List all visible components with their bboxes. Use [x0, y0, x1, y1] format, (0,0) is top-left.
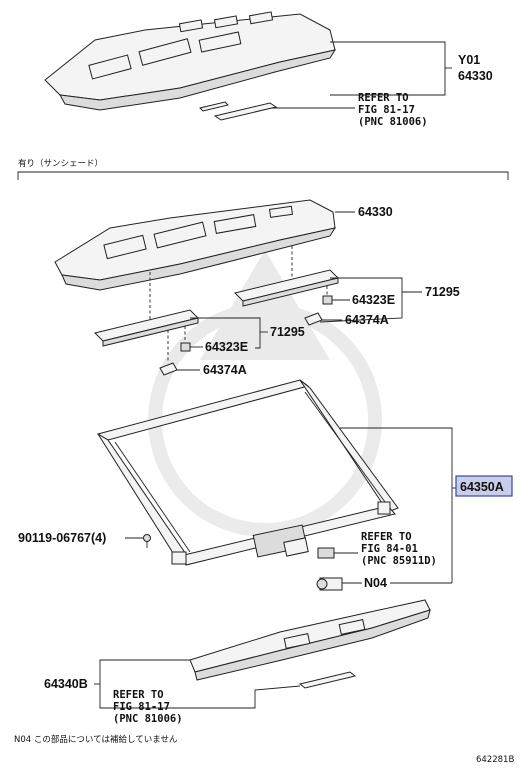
bottom-ref-line2[interactable]: FIG 81-17 — [113, 701, 170, 713]
bottom-ref-line1[interactable]: REFER TO — [113, 689, 164, 701]
top-bracket[interactable] — [199, 101, 278, 121]
top-ref-line1[interactable]: REFER TO — [358, 92, 409, 104]
top-ref-line3[interactable]: (PNC 81006) — [358, 116, 428, 128]
cap-right-number: 64374A — [345, 313, 389, 327]
sunshade-motor[interactable] — [317, 547, 335, 559]
clip-left[interactable] — [180, 342, 191, 352]
top-variant-code: Y01 — [458, 53, 480, 67]
bottom-part-number: 64340B — [44, 677, 88, 691]
screw-number: 90119-06767(4) — [18, 531, 106, 545]
bracket-right-number: 71295 — [425, 285, 460, 299]
section-header: 有り（サンシェード） — [18, 158, 103, 169]
footnote: N04 この部品については補給していません — [14, 734, 178, 745]
top-package-tray[interactable] — [44, 11, 337, 111]
bracket-left[interactable] — [94, 309, 199, 347]
motor-ref-line3[interactable]: (PNC 85911D) — [361, 555, 437, 567]
screw[interactable] — [143, 534, 151, 549]
cap-left-number: 64374A — [203, 363, 247, 377]
motor-ref-line1[interactable]: REFER TO — [361, 531, 412, 543]
sunshade-tray-number: 64330 — [358, 205, 393, 219]
figure-id: 642281B — [476, 755, 514, 765]
sunshade-assy-highlight[interactable] — [455, 475, 513, 497]
motor-ref-line2[interactable]: FIG 84-01 — [361, 543, 418, 555]
n04-label: N04 — [364, 576, 387, 590]
n04-part[interactable] — [316, 577, 343, 591]
clip-left-number: 64323E — [205, 340, 248, 354]
top-ref-line2[interactable]: FIG 81-17 — [358, 104, 415, 116]
bottom-bracket[interactable] — [298, 671, 357, 689]
sunshade-assembly[interactable] — [96, 379, 399, 566]
sunshade-package-tray[interactable] — [54, 199, 337, 291]
clip-right-number: 64323E — [352, 293, 395, 307]
clip-right[interactable] — [322, 295, 333, 305]
bottom-package-tray[interactable] — [189, 599, 431, 681]
sunshade-assy-number[interactable]: 64350A — [460, 480, 504, 494]
bracket-left-number: 71295 — [270, 325, 305, 339]
bottom-ref-line3[interactable]: (PNC 81006) — [113, 713, 183, 725]
top-part-number: 64330 — [458, 69, 493, 83]
